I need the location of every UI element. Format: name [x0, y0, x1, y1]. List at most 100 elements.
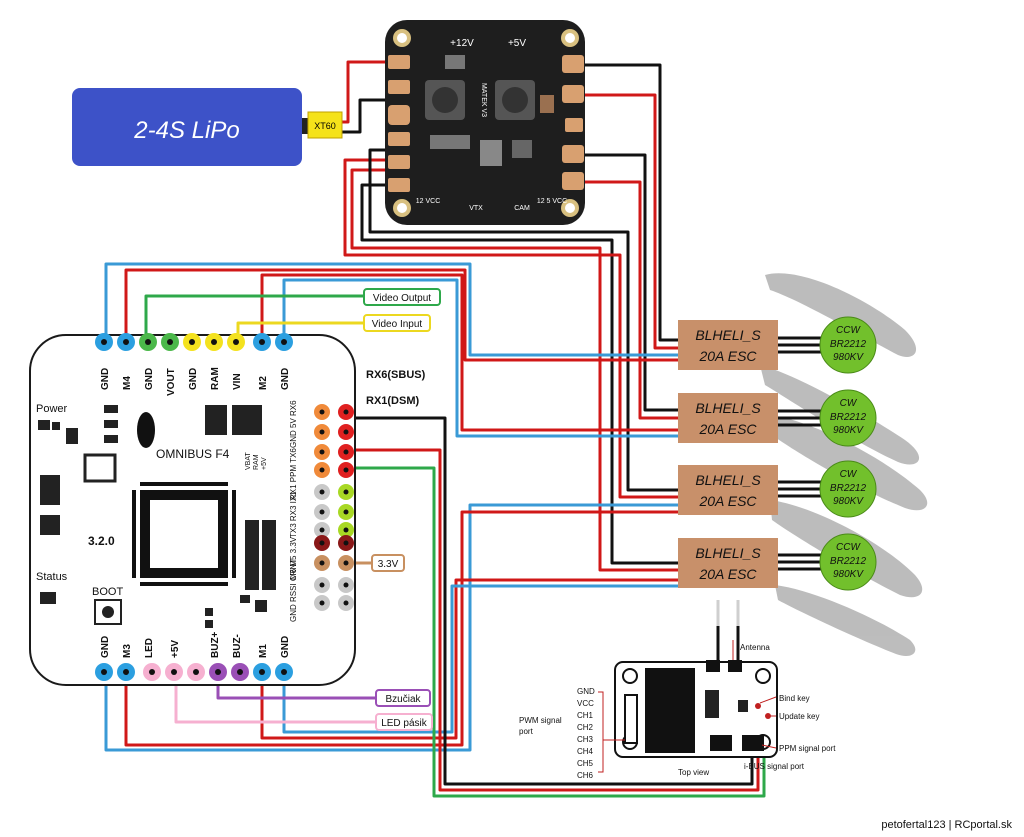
motor-4-model: BR2212: [830, 556, 867, 567]
esc-3-line1: BLHELI_S: [695, 472, 761, 488]
rx6-label: RX6(SBUS): [366, 369, 426, 381]
motor-3-model: BR2212: [830, 483, 867, 494]
motor-3: CW BR2212 980KV: [819, 460, 877, 518]
esc-4-line2: 20A ESC: [698, 566, 757, 582]
motor-4-dir: CCW: [836, 542, 861, 553]
esc-2: BLHELI_S 20A ESC: [678, 393, 778, 443]
ppm-port-label: PPM signal port: [779, 744, 836, 753]
fc-bottom-pin-5: BUZ+: [210, 631, 221, 658]
motor-2: CW BR2212 980KV: [819, 389, 877, 447]
pdb-label-vtx: VTX: [469, 205, 483, 212]
rx-ch-vcc: VCC: [577, 699, 594, 708]
esc-4: BLHELI_S 20A ESC: [678, 538, 778, 588]
motor-3-dir: CW: [840, 469, 858, 480]
motor-4-kv: 980KV: [833, 569, 864, 580]
fc-bottom-pin-1: GND: [100, 636, 111, 658]
fc-right-row-1: GND 5V RX6: [289, 400, 298, 448]
rx-ch-3: CH3: [577, 735, 594, 744]
fc-version: 3.2.0: [88, 534, 115, 548]
motor-2-model: BR2212: [830, 412, 867, 423]
fc-annotations: Video Output Video Input RX6(SBUS) RX1(D…: [363, 288, 441, 731]
video-input-label: Video Input: [372, 319, 423, 330]
pdb-label-bottom-right: 12 5 VCC: [537, 198, 567, 205]
top-view-label: Top view: [678, 768, 709, 777]
rx-ch-2: CH2: [577, 723, 594, 732]
receiver: Antenna Bind key Update key PPM signal p…: [519, 640, 836, 780]
esc-1-line1: BLHELI_S: [695, 327, 761, 343]
fc-right-row-5: GND RSSI CRNT: [289, 559, 298, 622]
motor-1: CCW BR2212 980KV: [819, 316, 877, 374]
bind-key[interactable]: [755, 703, 761, 709]
rx-ch-4: CH4: [577, 747, 594, 756]
pdb-label-12vcc: 12 VCC: [416, 198, 441, 205]
wires: [104, 60, 822, 798]
esc-3-line2: 20A ESC: [698, 493, 757, 509]
bind-key-label: Bind key: [779, 694, 810, 703]
fc-vbat-label: VBAT: [245, 452, 252, 470]
pdb-label-cam: CAM: [514, 205, 530, 212]
fc-bottom-pin-4: +5V: [170, 640, 181, 658]
fc-status-label: Status: [36, 571, 68, 583]
fc-power-label: Power: [36, 403, 68, 415]
motor-1-kv: 980KV: [833, 352, 864, 363]
xt60-label: XT60: [314, 121, 336, 131]
fc-right-row-2: RX1 PPM TX6: [289, 448, 298, 500]
battery-label: 2-4S LiPo: [133, 117, 239, 144]
pwm-port-label-line1: PWM signal: [519, 716, 562, 725]
esc-2-line2: 20A ESC: [698, 421, 757, 437]
fc-bottom-header: [95, 663, 293, 681]
power-distribution-board: +12V +5V MATEK V3 12 VCC: [385, 20, 585, 225]
motor-2-kv: 980KV: [833, 425, 864, 436]
motor-4: CCW BR2212 980KV: [819, 533, 877, 591]
antenna-label: Antenna: [740, 643, 770, 652]
video-output-label: Video Output: [373, 293, 431, 304]
fc-ram-label: RAM: [253, 454, 260, 470]
escs: BLHELI_S 20A ESC BLHELI_S 20A ESC BLHELI…: [678, 320, 778, 588]
fc-right-row-3: TX3 RX3 IX1: [289, 491, 298, 538]
fc-boot-label: BOOT: [92, 586, 123, 598]
fc-top-pin-4: VOUT: [166, 368, 177, 396]
pwm-port-label-line2: port: [519, 727, 534, 736]
pdb-rail-12v: +12V: [450, 38, 474, 49]
esc-2-line1: BLHELI_S: [695, 400, 761, 416]
fc-top-pin-9: GND: [280, 368, 291, 390]
update-key-label: Update key: [779, 712, 819, 721]
fc-bottom-pin-7: M1: [258, 644, 269, 658]
rx-ch-5: CH5: [577, 759, 594, 768]
buzzer-label: Bzučiak: [385, 694, 421, 705]
flight-controller: GND M4 GND VOUT GND RAM VIN M2 GND Power…: [29, 333, 356, 686]
pdb-rail-5v: +5V: [508, 38, 526, 49]
esc-4-line1: BLHELI_S: [695, 545, 761, 561]
fc-top-pin-3: GND: [144, 368, 155, 390]
fc-right-row-4: M6 M5 3.3V: [289, 536, 298, 580]
fc-bottom-pin-3: LED: [144, 638, 155, 658]
rx-ch-6: CH6: [577, 771, 594, 780]
esc-1: BLHELI_S 20A ESC: [678, 320, 778, 370]
rx-ch-gnd: GND: [577, 687, 595, 696]
motor-1-dir: CCW: [836, 325, 861, 336]
xt60-connector: [307, 111, 343, 139]
motor-1-model: BR2212: [830, 339, 867, 350]
fc-top-pin-1: GND: [100, 368, 111, 390]
fc-top-pin-6: RAM: [210, 367, 221, 390]
credit-text: petofertal123 | RCportal.sk: [881, 819, 1012, 831]
motor-3-kv: 980KV: [833, 496, 864, 507]
fc-right-header: [314, 404, 354, 611]
battery: 2-4S LiPo XT60: [72, 88, 343, 166]
fc-bottom-pin-6: BUZ-: [232, 634, 243, 658]
fc-top-pin-7: VIN: [232, 373, 243, 390]
led-strip-label: LED pásik: [381, 718, 428, 729]
fc-5v-label: +5V: [261, 457, 268, 470]
pdb-brand: MATEK V3: [480, 83, 487, 117]
esc-3: BLHELI_S 20A ESC: [678, 465, 778, 515]
fc-name: OMNIBUS F4: [156, 447, 230, 461]
motors: CCW BR2212 980KV CW BR2212 980KV CW BR22…: [819, 316, 877, 591]
fc-top-header: [95, 333, 293, 351]
fc-top-pin-5: GND: [188, 368, 199, 390]
motor-2-dir: CW: [840, 398, 858, 409]
ibus-port-label: i-BUS signal port: [744, 762, 805, 771]
fc-top-pin-8: M2: [258, 376, 269, 390]
rx1-label: RX1(DSM): [366, 395, 420, 407]
fc-bottom-pin-2: M3: [122, 644, 133, 658]
